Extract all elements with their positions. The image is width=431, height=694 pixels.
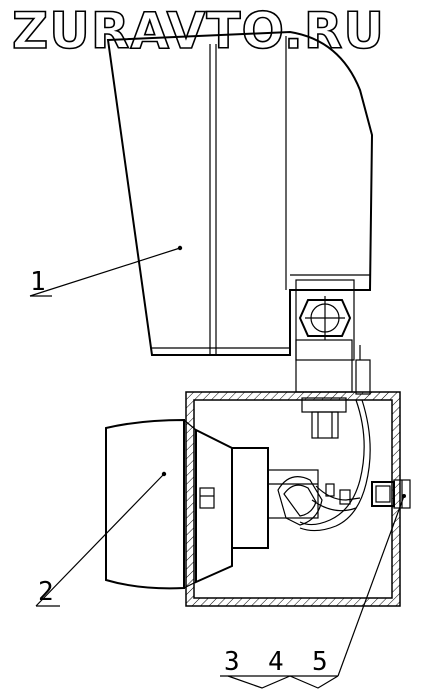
upper-housing <box>106 30 374 395</box>
lower-box <box>185 391 411 607</box>
watermark-text: ZURAVTO.RU <box>12 2 385 60</box>
callout-1: 1 <box>30 267 46 297</box>
callout-4: 4 <box>268 647 284 677</box>
headlamp <box>105 418 197 590</box>
callout-2: 2 <box>38 577 54 607</box>
leader-lines <box>29 245 406 689</box>
callout-3: 3 <box>224 647 240 677</box>
callout-5: 5 <box>312 647 328 677</box>
